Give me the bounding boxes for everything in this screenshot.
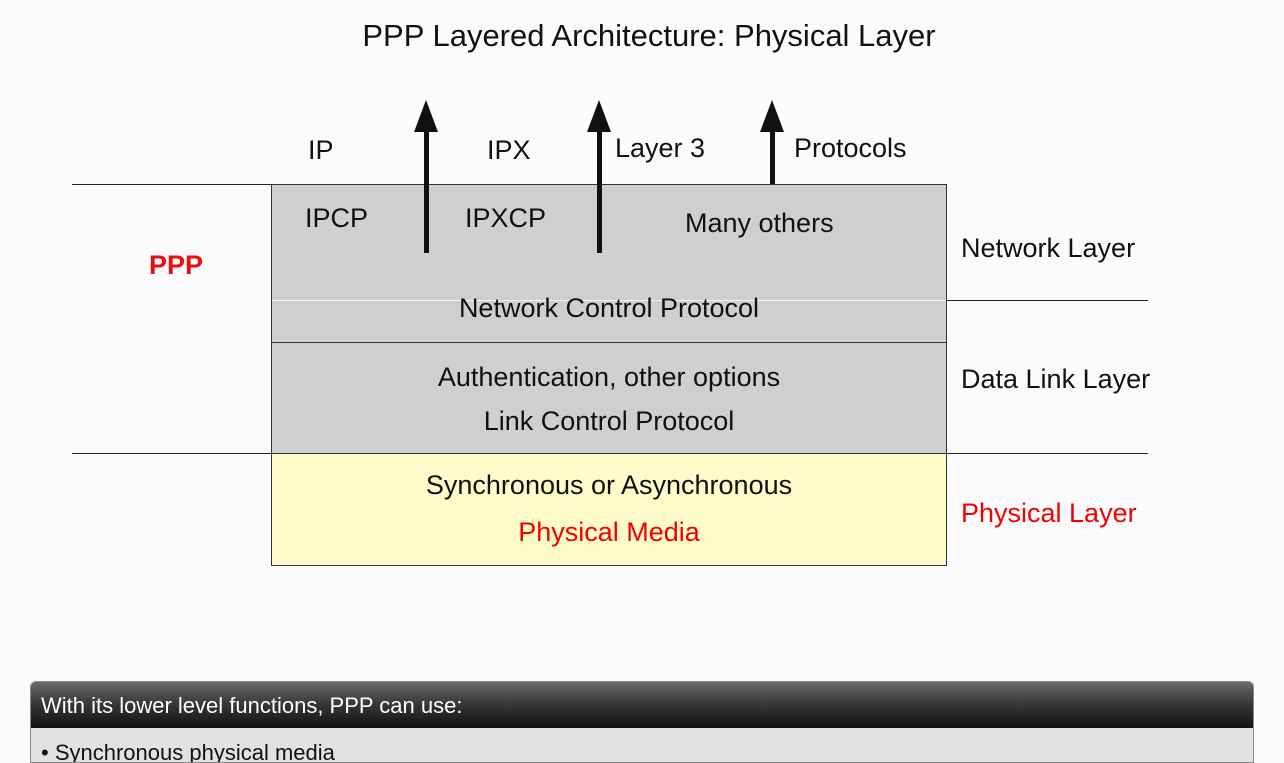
info-panel: With its lower level functions, PPP can … xyxy=(30,681,1254,763)
arrow-up-icon xyxy=(414,100,438,132)
protocols-label: Protocols xyxy=(794,133,907,163)
lcp-line2: Link Control Protocol xyxy=(483,406,735,436)
layer3-label: Layer 3 xyxy=(615,133,706,163)
ipxcp-label: IPXCP xyxy=(465,203,547,233)
arrow-shaft-1 xyxy=(424,128,429,253)
network-layer-top-line xyxy=(72,184,272,185)
physical-box: Synchronous or Asynchronous Physical Med… xyxy=(271,453,947,566)
many-others-label: Many others xyxy=(685,208,834,238)
info-panel-body: • Synchronous physical media xyxy=(31,728,1253,763)
ipcp-label: IPCP xyxy=(305,203,369,233)
arrow-up-icon xyxy=(760,100,784,132)
physical-line2: Physical Media xyxy=(518,517,700,547)
ncp-inner-divider xyxy=(272,300,946,301)
ncp-name: Network Control Protocol xyxy=(458,293,760,323)
ip-label: IP xyxy=(308,135,334,165)
info-item: • Synchronous physical media xyxy=(41,740,335,763)
arrow-shaft-2 xyxy=(597,128,602,253)
arrow-up-icon xyxy=(587,100,611,132)
lcp-line1: Authentication, other options xyxy=(437,362,781,392)
ncp-box: IPCP IPXCP Many others Network Control P… xyxy=(271,184,947,343)
ppp-label: PPP xyxy=(149,250,204,280)
network-datalink-divider xyxy=(946,300,1148,301)
physical-line1: Synchronous or Asynchronous xyxy=(425,470,793,500)
info-panel-header: With its lower level functions, PPP can … xyxy=(31,682,1253,728)
arrow-shaft-3 xyxy=(770,128,775,184)
info-item-text: Synchronous physical media xyxy=(54,740,335,763)
network-layer-label: Network Layer xyxy=(961,233,1136,263)
physical-layer-label: Physical Layer xyxy=(961,498,1137,528)
ipx-label: IPX xyxy=(487,135,531,165)
data-link-layer-label: Data Link Layer xyxy=(961,364,1151,394)
lcp-box: Authentication, other options Link Contr… xyxy=(271,342,947,454)
diagram-title: PPP Layered Architecture: Physical Layer xyxy=(362,18,936,53)
